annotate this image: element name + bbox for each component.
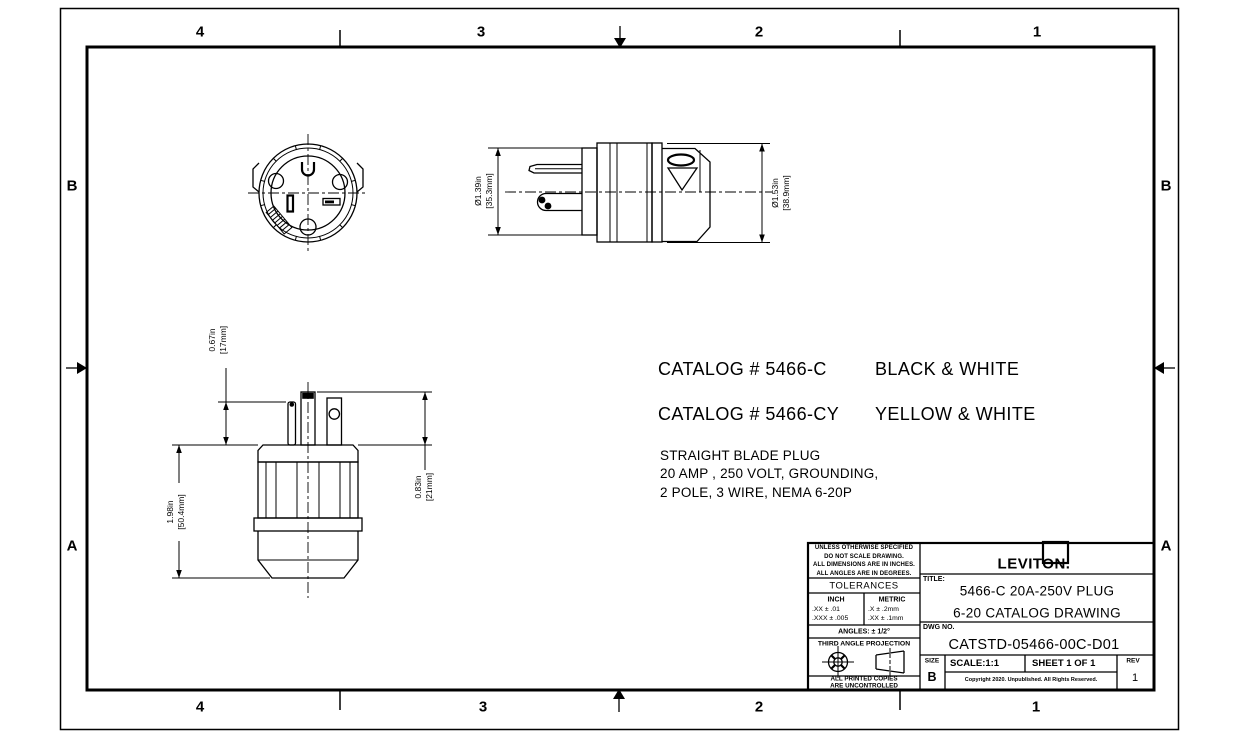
spec-note-4: ALL ANGLES ARE IN DEGREES.	[816, 570, 912, 577]
spec-note-3: ALL DIMENSIONS ARE IN INCHES.	[813, 562, 915, 568]
sheet-value: SHEET 1 OF 1	[1032, 658, 1096, 669]
cord-grip	[662, 147, 711, 243]
leviton-logo: LEVITON.	[997, 555, 1071, 573]
zone-row-a-left: A	[66, 537, 78, 555]
zone-col-1-top: 1	[1032, 23, 1042, 41]
screw-left	[267, 172, 285, 190]
zone-row-b-right: B	[1160, 177, 1172, 195]
zone-ticks	[339, 30, 901, 710]
metric-tolerance-1: .X ± .2mm	[868, 606, 899, 613]
size-label: SIZE	[924, 657, 940, 665]
inch-header: INCH	[827, 596, 845, 604]
description-line-2: 20 AMP , 250 VOLT, GROUNDING,	[660, 466, 879, 481]
molded-marking	[265, 205, 293, 235]
size-value: B	[927, 670, 937, 684]
third-angle-projection-symbol	[822, 646, 905, 678]
rev-value: 1	[1131, 672, 1139, 684]
spec-note-2: DO NOT SCALE DRAWING.	[824, 553, 904, 560]
description-line-3: 2 POLE, 3 WIRE, NEMA 6-20P	[660, 485, 853, 500]
catalog-colors-2: YELLOW & WHITE	[875, 404, 1036, 424]
zone-col-2-bottom: 2	[754, 698, 764, 716]
title-label: TITLE:	[923, 576, 945, 583]
inch-tolerance-2: .XXX ± .005	[812, 614, 849, 622]
line-blade	[528, 163, 582, 174]
description-line-1: STRAIGHT BLADE PLUG	[660, 448, 821, 463]
metric-header: METRIC	[878, 596, 906, 604]
catalog-number-2: CATALOG # 5466-CY	[658, 404, 840, 424]
cone-symbol	[875, 650, 905, 674]
rim-ticks	[260, 145, 356, 241]
dim-body-diameter	[667, 143, 770, 243]
left-ear	[252, 162, 260, 193]
angles-tolerance: ANGLES: ± 1/2°	[838, 628, 890, 635]
ground-pin	[536, 192, 582, 212]
copyright-note: Copyright 2020. Unpublished. All Rights …	[964, 677, 1098, 683]
dim-label-body-diameter: Ø1.53in[38.9mm]	[769, 175, 791, 211]
uncontrolled-note-1: ALL PRINTED COPIES	[830, 675, 898, 683]
zone-row-a-right: A	[1160, 537, 1172, 555]
zone-col-3-top: 3	[476, 23, 486, 41]
zone-col-1-bottom: 1	[1031, 698, 1041, 716]
zone-row-b-left: B	[66, 177, 78, 195]
zone-col-3-bottom: 3	[478, 698, 488, 716]
dim-label-body-length: 1.98in[50.4mm]	[164, 494, 186, 530]
title-block-grid	[806, 540, 1156, 692]
dim-label-face-diameter: Ø1.39in[35.3mm]	[472, 173, 494, 209]
metric-tolerance-2: .XX ± .1mm	[868, 614, 904, 622]
zone-col-4-bottom: 4	[195, 698, 205, 716]
dim-blade-short	[172, 368, 286, 446]
catalog-colors-1: BLACK & WHITE	[875, 359, 1020, 379]
projection-label: THIRD ANGLE PROJECTION	[817, 640, 911, 648]
center-arrows	[66, 26, 1175, 712]
front-view-drawing	[172, 368, 432, 598]
vertical-blade	[286, 194, 295, 213]
title-line-2: 6-20 CATALOG DRAWING	[953, 605, 1121, 621]
short-blade	[287, 401, 297, 446]
grip-oval	[666, 153, 696, 167]
side-view-drawing	[488, 142, 772, 243]
dim-label-blade-long: 0.83in[21mm]	[412, 472, 434, 502]
dim-face-diameter	[488, 147, 582, 236]
dim-label-blade-short: 0.67in[17mm]	[206, 325, 228, 355]
grip-triangle	[666, 167, 699, 192]
horizontal-blade	[322, 197, 341, 206]
tolerances-header: TOLERANCES	[829, 580, 899, 591]
screw-right	[331, 173, 349, 191]
inch-tolerance-1: .XX ± .01	[812, 606, 840, 613]
catalog-number-1: CATALOG # 5466-C	[658, 359, 827, 379]
ground-slot	[300, 162, 316, 177]
rev-label: REV	[1126, 657, 1140, 665]
line-blade-front	[326, 397, 343, 446]
zone-col-4-top: 4	[195, 23, 205, 41]
dwg-number: CATSTD-05466-00C-D01	[948, 637, 1120, 653]
spec-note-1: UNLESS OTHERWISE SPECIFIED	[814, 545, 914, 551]
dwg-no-label: DWG NO.	[923, 624, 955, 631]
assembly-screw	[299, 218, 317, 236]
dim-blade-long	[317, 391, 432, 470]
logo-box	[1041, 540, 1070, 565]
face-view-drawing	[248, 134, 368, 252]
scale-value: SCALE:1:1	[950, 658, 1000, 669]
dim-body-length	[172, 445, 270, 579]
title-line-1: 5466-C 20A-250V PLUG	[959, 583, 1115, 599]
zone-col-2-top: 2	[754, 23, 764, 41]
right-ear	[356, 162, 364, 193]
uncontrolled-note-2: ARE UNCONTROLLED	[830, 682, 898, 690]
